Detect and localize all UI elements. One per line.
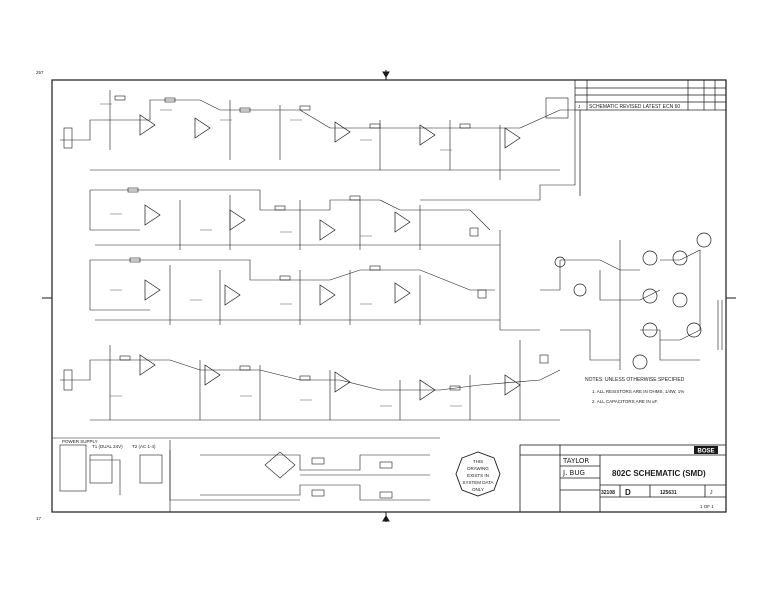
revision-block — [574, 79, 727, 196]
stamp-line-3: EXISTS IN — [467, 473, 489, 478]
corner-mark-top: 257 — [36, 70, 44, 75]
notes-line-2: 2. ALL CAPACITORS ARE IN uF. — [592, 399, 658, 404]
system-data-stamp: THIS DRAWING EXISTS IN SYSTEM DATA ONLY — [455, 451, 501, 497]
revision-description: SCHEMATIC REVISED LATEST ECN 60 — [589, 104, 680, 110]
transformer-t2-label: T2 (AC 1-4) — [132, 444, 156, 449]
schematic-wiring — [52, 90, 701, 512]
drawing-rev: J — [710, 490, 713, 496]
component-label-marks — [100, 103, 462, 407]
corner-mark-bottom: 17 — [36, 516, 42, 521]
passive-components — [63, 95, 569, 499]
checked-by: J. BUG — [562, 469, 585, 477]
transistor-symbols — [554, 232, 712, 370]
drawn-by: TAYLOR — [562, 457, 589, 465]
op-amp-symbols — [139, 114, 521, 401]
stamp-line-2: DRAWING — [467, 466, 489, 471]
drawing-code: 32108 — [601, 490, 615, 496]
sheet-number: 1 OF 1 — [700, 504, 714, 509]
notes-line-1: 1. ALL RESISTORS ARE IN OHMS, 1/4W, 1% — [592, 389, 684, 394]
bose-logo: BOSE — [694, 446, 718, 455]
margin-rev-marks — [717, 300, 723, 350]
notes-heading: NOTES: UNLESS OTHERWISE SPECIFIED — [585, 377, 685, 383]
bose-logo-text: BOSE — [697, 449, 714, 455]
title-block — [519, 444, 727, 513]
stamp-line-4: SYSTEM DATA — [462, 480, 493, 485]
stamp-line-5: ONLY — [472, 487, 484, 492]
drawing-number: 125631 — [660, 490, 677, 496]
stamp-line-1: THIS — [473, 459, 483, 464]
drawing-border — [42, 70, 736, 522]
drawing-title: 802C SCHEMATIC (SMD) — [612, 469, 706, 478]
drawing-size: D — [625, 488, 631, 497]
transformer-t1-label: T1 (DUAL 24V) — [92, 444, 123, 449]
power-supply-label: POWER SUPPLY — [62, 439, 98, 444]
revision-letter: J — [578, 104, 580, 109]
